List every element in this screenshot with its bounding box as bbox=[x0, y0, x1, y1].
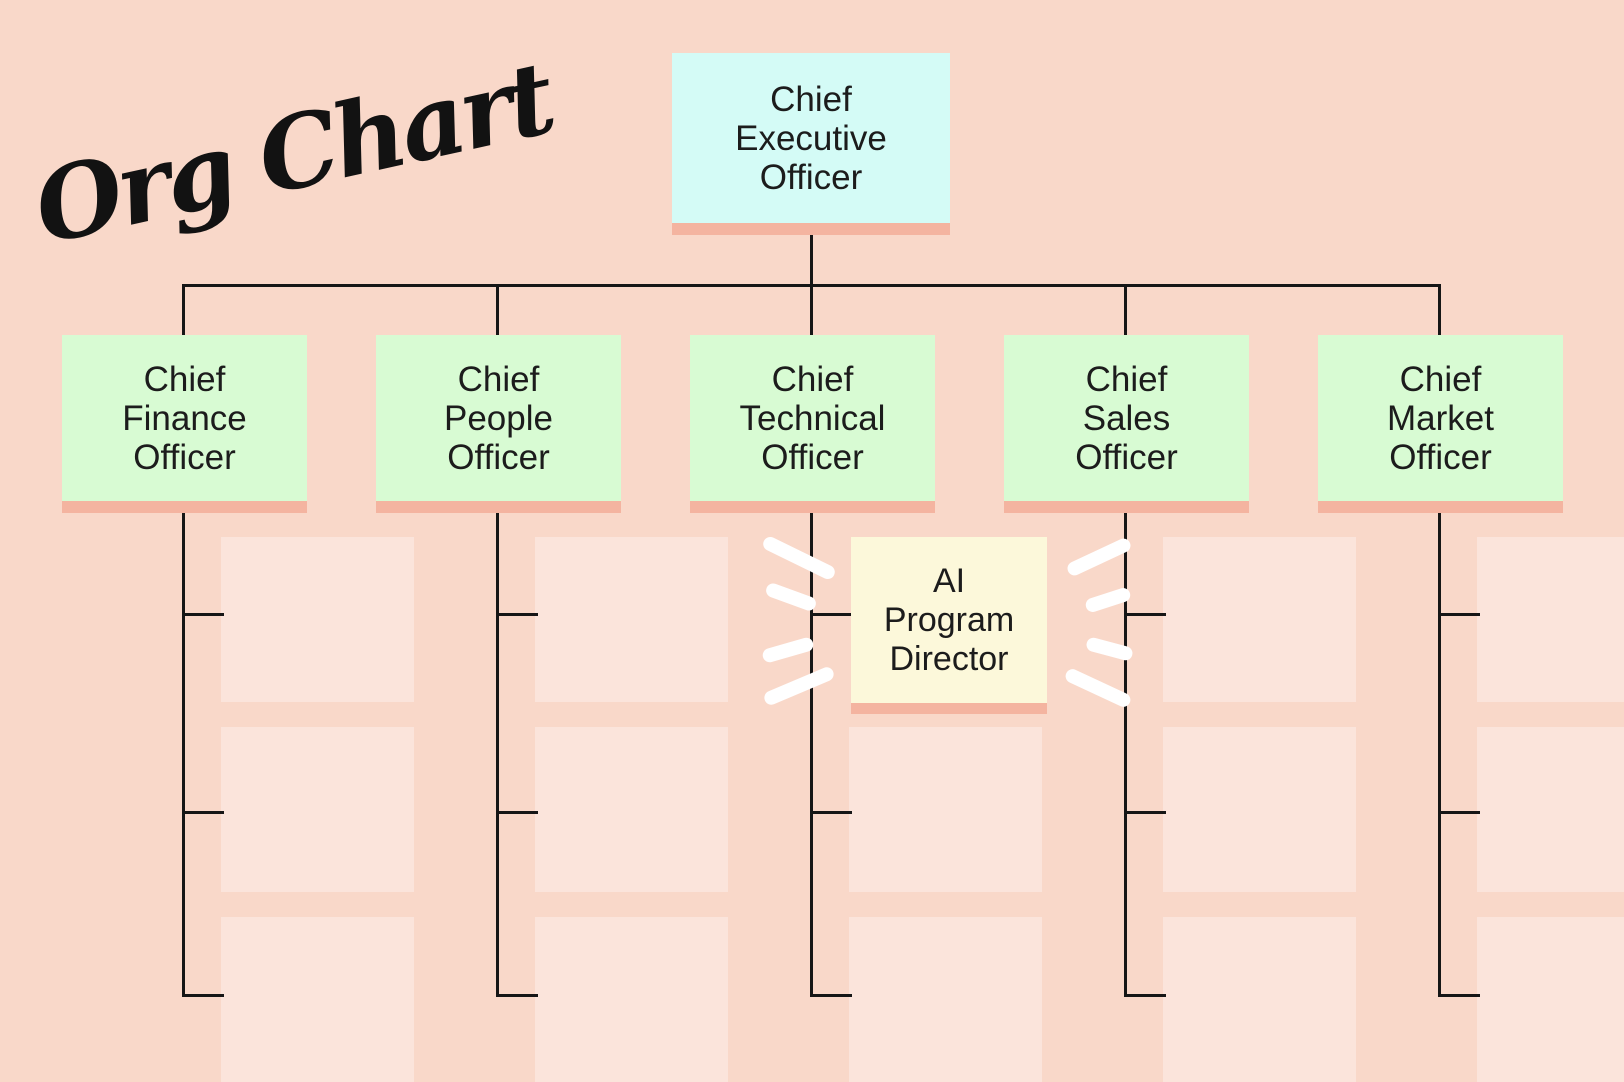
page-title: Org Chart bbox=[24, 38, 562, 268]
node-label-line: Sales bbox=[1082, 398, 1171, 438]
node-label-line: Program bbox=[883, 600, 1015, 639]
connector-vertical bbox=[496, 284, 499, 997]
placeholder-card bbox=[849, 727, 1042, 892]
placeholder-card bbox=[1163, 917, 1356, 1082]
connector-tick bbox=[498, 994, 538, 997]
connector-tick bbox=[1126, 811, 1166, 814]
placeholder-card bbox=[221, 917, 414, 1082]
connector-tick bbox=[812, 994, 852, 997]
node-label-line: Executive bbox=[735, 118, 887, 158]
node-label-line: Officer bbox=[447, 437, 550, 477]
placeholder-card bbox=[1477, 727, 1624, 892]
emphasis-burst-icon bbox=[1065, 536, 1133, 578]
node-chief-executive-officer: Chief Executive Officer bbox=[672, 53, 950, 223]
connector-tick bbox=[498, 811, 538, 814]
placeholder-card bbox=[535, 917, 728, 1082]
node-label-line: Officer bbox=[761, 437, 864, 477]
emphasis-burst-icon bbox=[760, 534, 838, 582]
connector-tick bbox=[812, 811, 852, 814]
connector-vertical bbox=[1124, 284, 1127, 997]
emphasis-burst-icon bbox=[761, 636, 815, 664]
placeholder-card bbox=[1477, 537, 1624, 702]
node-label-line: Officer bbox=[759, 157, 863, 197]
node-label-line: AI bbox=[932, 561, 966, 600]
node-label-line: Chief bbox=[1399, 359, 1482, 399]
emphasis-burst-icon bbox=[762, 665, 836, 707]
org-chart-canvas: Org Chart Chief Executive Officer Chief … bbox=[24, 38, 1624, 1082]
placeholder-card bbox=[535, 537, 728, 702]
node-label-line: Officer bbox=[1389, 437, 1492, 477]
emphasis-burst-icon bbox=[1063, 666, 1133, 710]
node-label-line: Chief bbox=[770, 79, 852, 119]
node-chief-technical-officer: Chief Technical Officer bbox=[690, 335, 935, 501]
connector-tick bbox=[184, 994, 224, 997]
placeholder-card bbox=[1477, 917, 1624, 1082]
placeholder-card bbox=[1163, 727, 1356, 892]
connector-tick bbox=[1440, 613, 1480, 616]
node-label-line: Officer bbox=[133, 437, 236, 477]
node-label-line: People bbox=[444, 398, 553, 438]
connector-tick bbox=[184, 613, 224, 616]
node-label-line: Finance bbox=[122, 398, 247, 438]
node-label-line: Market bbox=[1387, 398, 1494, 438]
node-chief-people-officer: Chief People Officer bbox=[376, 335, 621, 501]
connector-tick bbox=[184, 811, 224, 814]
placeholder-card bbox=[221, 727, 414, 892]
node-ai-program-director: AI Program Director bbox=[851, 537, 1047, 703]
node-label-line: Chief bbox=[771, 359, 854, 399]
connector-tick bbox=[1126, 613, 1166, 616]
node-chief-sales-officer: Chief Sales Officer bbox=[1004, 335, 1249, 501]
connector-tick bbox=[812, 613, 852, 616]
connector-tick bbox=[1440, 994, 1480, 997]
connector-tick bbox=[1126, 994, 1166, 997]
node-label-line: Officer bbox=[1075, 437, 1178, 477]
connector-vertical bbox=[182, 284, 185, 997]
node-label-line: Chief bbox=[1085, 359, 1168, 399]
node-label-line: Chief bbox=[457, 359, 540, 399]
connector-ceo-drop bbox=[810, 220, 813, 287]
node-label-line: Technical bbox=[739, 398, 886, 438]
node-chief-finance-officer: Chief Finance Officer bbox=[62, 335, 307, 501]
placeholder-card bbox=[221, 537, 414, 702]
node-label-line: Chief bbox=[143, 359, 226, 399]
connector-vertical bbox=[1438, 284, 1441, 997]
connector-tick bbox=[1440, 811, 1480, 814]
node-chief-market-officer: Chief Market Officer bbox=[1318, 335, 1563, 501]
placeholder-card bbox=[1163, 537, 1356, 702]
placeholder-card bbox=[535, 727, 728, 892]
connector-tick bbox=[498, 613, 538, 616]
placeholder-card bbox=[849, 917, 1042, 1082]
node-label-line: Director bbox=[889, 639, 1009, 678]
